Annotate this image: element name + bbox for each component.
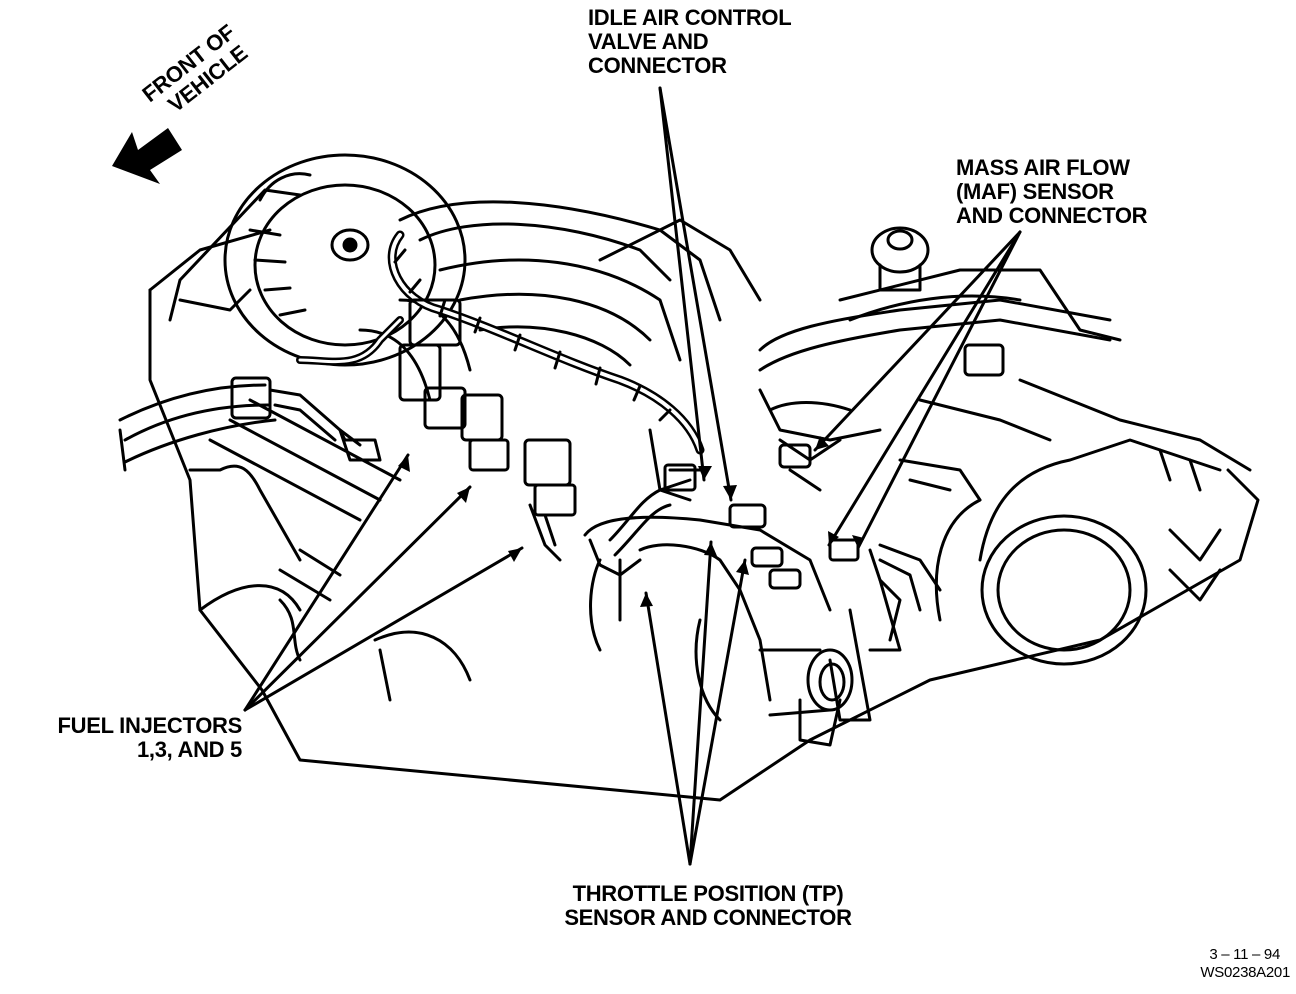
maf-sensor-label: MASS AIR FLOW (MAF) SENSOR AND CONNECTOR bbox=[956, 155, 1148, 228]
throttle-position-line-1: THROTTLE POSITION (TP) bbox=[572, 881, 844, 906]
engine-illustration bbox=[120, 155, 1258, 800]
idle-air-control-line-2: VALVE AND bbox=[588, 29, 709, 54]
maf-sensor-line-2: (MAF) SENSOR bbox=[956, 179, 1114, 204]
fuel-injectors-line-2: 1,3, AND 5 bbox=[136, 737, 242, 762]
figure-code: WS0238A201 bbox=[1200, 964, 1290, 981]
maf-sensor-line-1: MASS AIR FLOW bbox=[956, 155, 1130, 180]
maf-sensor-line-3: AND CONNECTOR bbox=[956, 203, 1148, 228]
fuel-injectors-line-1: FUEL INJECTORS bbox=[57, 713, 243, 738]
leader-arrowheads bbox=[398, 436, 864, 607]
figure-date: 3 – 11 – 94 bbox=[1209, 946, 1280, 963]
arrow-icon bbox=[112, 128, 182, 184]
fuel-injectors-label: FUEL INJECTORS 1,3, AND 5 bbox=[8, 713, 243, 762]
figure-footer: 3 – 11 – 94 WS0238A201 bbox=[1166, 946, 1290, 982]
idle-air-control-line-1: IDLE AIR CONTROL bbox=[588, 5, 792, 30]
idle-air-control-line-3: CONNECTOR bbox=[588, 53, 727, 78]
throttle-position-line-2: SENSOR AND CONNECTOR bbox=[564, 905, 852, 930]
throttle-position-label: THROTTLE POSITION (TP) SENSOR AND CONNEC… bbox=[528, 882, 888, 930]
leader-lines bbox=[243, 86, 1022, 866]
idle-air-control-label: IDLE AIR CONTROL VALVE AND CONNECTOR bbox=[588, 5, 792, 78]
